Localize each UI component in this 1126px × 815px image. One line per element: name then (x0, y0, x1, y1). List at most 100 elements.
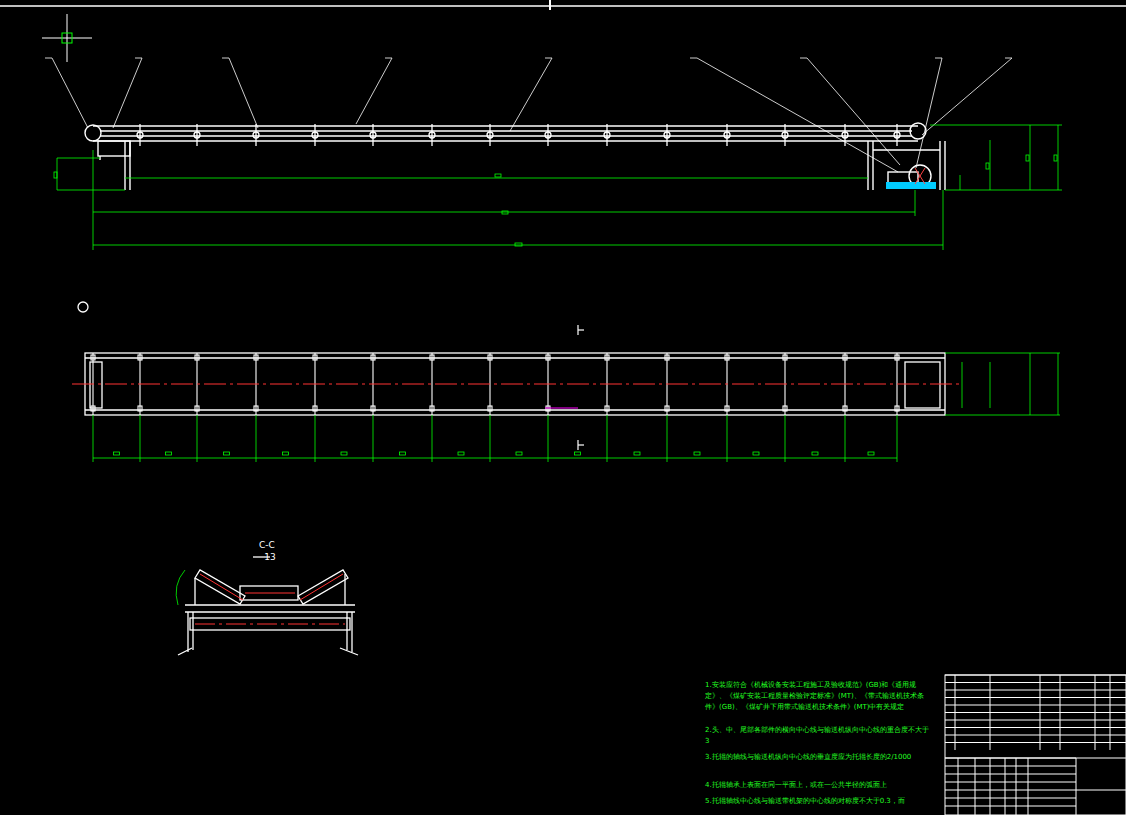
drawing-line (430, 355, 434, 360)
drawing-line (488, 406, 492, 411)
drawing-line (313, 406, 317, 411)
drawing-line (753, 452, 759, 455)
drawing-line (545, 132, 551, 138)
drawing-line (431, 124, 432, 146)
drawing-line (194, 132, 200, 138)
drawing-line (607, 415, 608, 462)
drawing-line (945, 705, 1126, 706)
technical-note: 4.托辊轴承上表面在同一平面上，或在一公共半径的弧面上 (705, 780, 931, 791)
drawing-line (725, 355, 729, 360)
drawing-line (458, 452, 464, 455)
drawing-line (783, 355, 787, 360)
drawing-line (548, 415, 549, 462)
drawing-line (140, 415, 141, 462)
drawing-line (1005, 758, 1006, 815)
drawing-line (139, 124, 140, 146)
drawing-line (372, 124, 373, 146)
drawing-line (516, 452, 522, 455)
drawing-line (843, 355, 847, 360)
drawing-line (114, 452, 120, 455)
drawing-line (894, 132, 900, 138)
drawing-line (137, 132, 143, 138)
drawing-line (1016, 758, 1017, 815)
drawing-line (313, 355, 317, 360)
drawing-line (490, 415, 491, 462)
drawing-line (256, 415, 257, 462)
drawing-line (1040, 675, 1041, 750)
drawing-line (487, 132, 493, 138)
drawing-line (945, 720, 1126, 721)
technical-note: 5.托辊轴线中心线与输送带机架的中心线的对称度不大于0.3，而 (705, 796, 931, 807)
drawing-line (990, 758, 991, 815)
drawing-line (727, 415, 728, 462)
drawing-line (91, 406, 95, 411)
drawing-line (945, 766, 1076, 767)
drawing-line (283, 452, 289, 455)
drawing-line (945, 790, 1076, 791)
section-label: C-C (252, 538, 282, 552)
drawing-line (895, 355, 899, 360)
drawing-line (945, 727, 1126, 728)
drawing-line (371, 355, 375, 360)
drawing-line (166, 452, 172, 455)
drawing-line (604, 132, 610, 138)
drawing-line (196, 124, 197, 146)
drawing-line (314, 124, 315, 146)
drawing-line (945, 758, 1076, 759)
drawing-line (975, 758, 976, 815)
drawing-line (812, 452, 818, 455)
drawing-line (664, 132, 670, 138)
drawing-line (634, 452, 640, 455)
section-label: 13 (255, 550, 285, 564)
drawing-line (895, 406, 899, 411)
drawing-line (785, 415, 786, 462)
drawing-line (868, 452, 874, 455)
drawing-line (945, 682, 1126, 683)
drawing-line (400, 452, 406, 455)
drawing-line (726, 124, 727, 146)
drawing-line (945, 697, 1126, 698)
drawing-line (1110, 675, 1111, 750)
drawing-line (945, 675, 1126, 676)
drawing-line (665, 406, 669, 411)
drawing-line (945, 806, 1076, 807)
drawing-line (255, 124, 256, 146)
drawing-line (138, 406, 142, 411)
drawing-line (606, 124, 607, 146)
drawing-line (429, 132, 435, 138)
drawing-line (254, 355, 258, 360)
drawing-line (488, 355, 492, 360)
drawing-line (370, 132, 376, 138)
technical-note: 3.托辊的轴线与输送机纵向中心线的垂直度应为托辊长度的2/1000 (705, 752, 931, 763)
drawing-line (253, 132, 259, 138)
drawing-line (945, 712, 1126, 713)
drawing-line (958, 758, 959, 815)
drawing-line (782, 132, 788, 138)
drawing-line (945, 798, 1076, 799)
drawing-line (666, 124, 667, 146)
drawing-line (843, 406, 847, 411)
drawing-line (312, 132, 318, 138)
drawing-line (195, 355, 199, 360)
drawing-line (784, 124, 785, 146)
technical-note: 2.头、中、尾部各部件的横向中心线与输送机纵向中心线的重合度不大于3 (705, 725, 931, 747)
drawing-line (665, 355, 669, 360)
drawing-line (945, 735, 1126, 736)
drawing-line (724, 132, 730, 138)
drawing-line (489, 124, 490, 146)
drawing-line (197, 415, 198, 462)
drawing-line (945, 782, 1076, 783)
drawing-line (897, 415, 898, 462)
drawing-line (1095, 675, 1096, 750)
drawing-line (575, 452, 581, 455)
drawing-line (341, 452, 347, 455)
drawing-line (945, 774, 1076, 775)
drawing-line (725, 406, 729, 411)
drawing-line (945, 742, 1126, 743)
drawing-line (254, 406, 258, 411)
drawing-line (138, 355, 142, 360)
drawing-line (315, 415, 316, 462)
drawing-line (896, 124, 897, 146)
drawing-line (195, 406, 199, 411)
